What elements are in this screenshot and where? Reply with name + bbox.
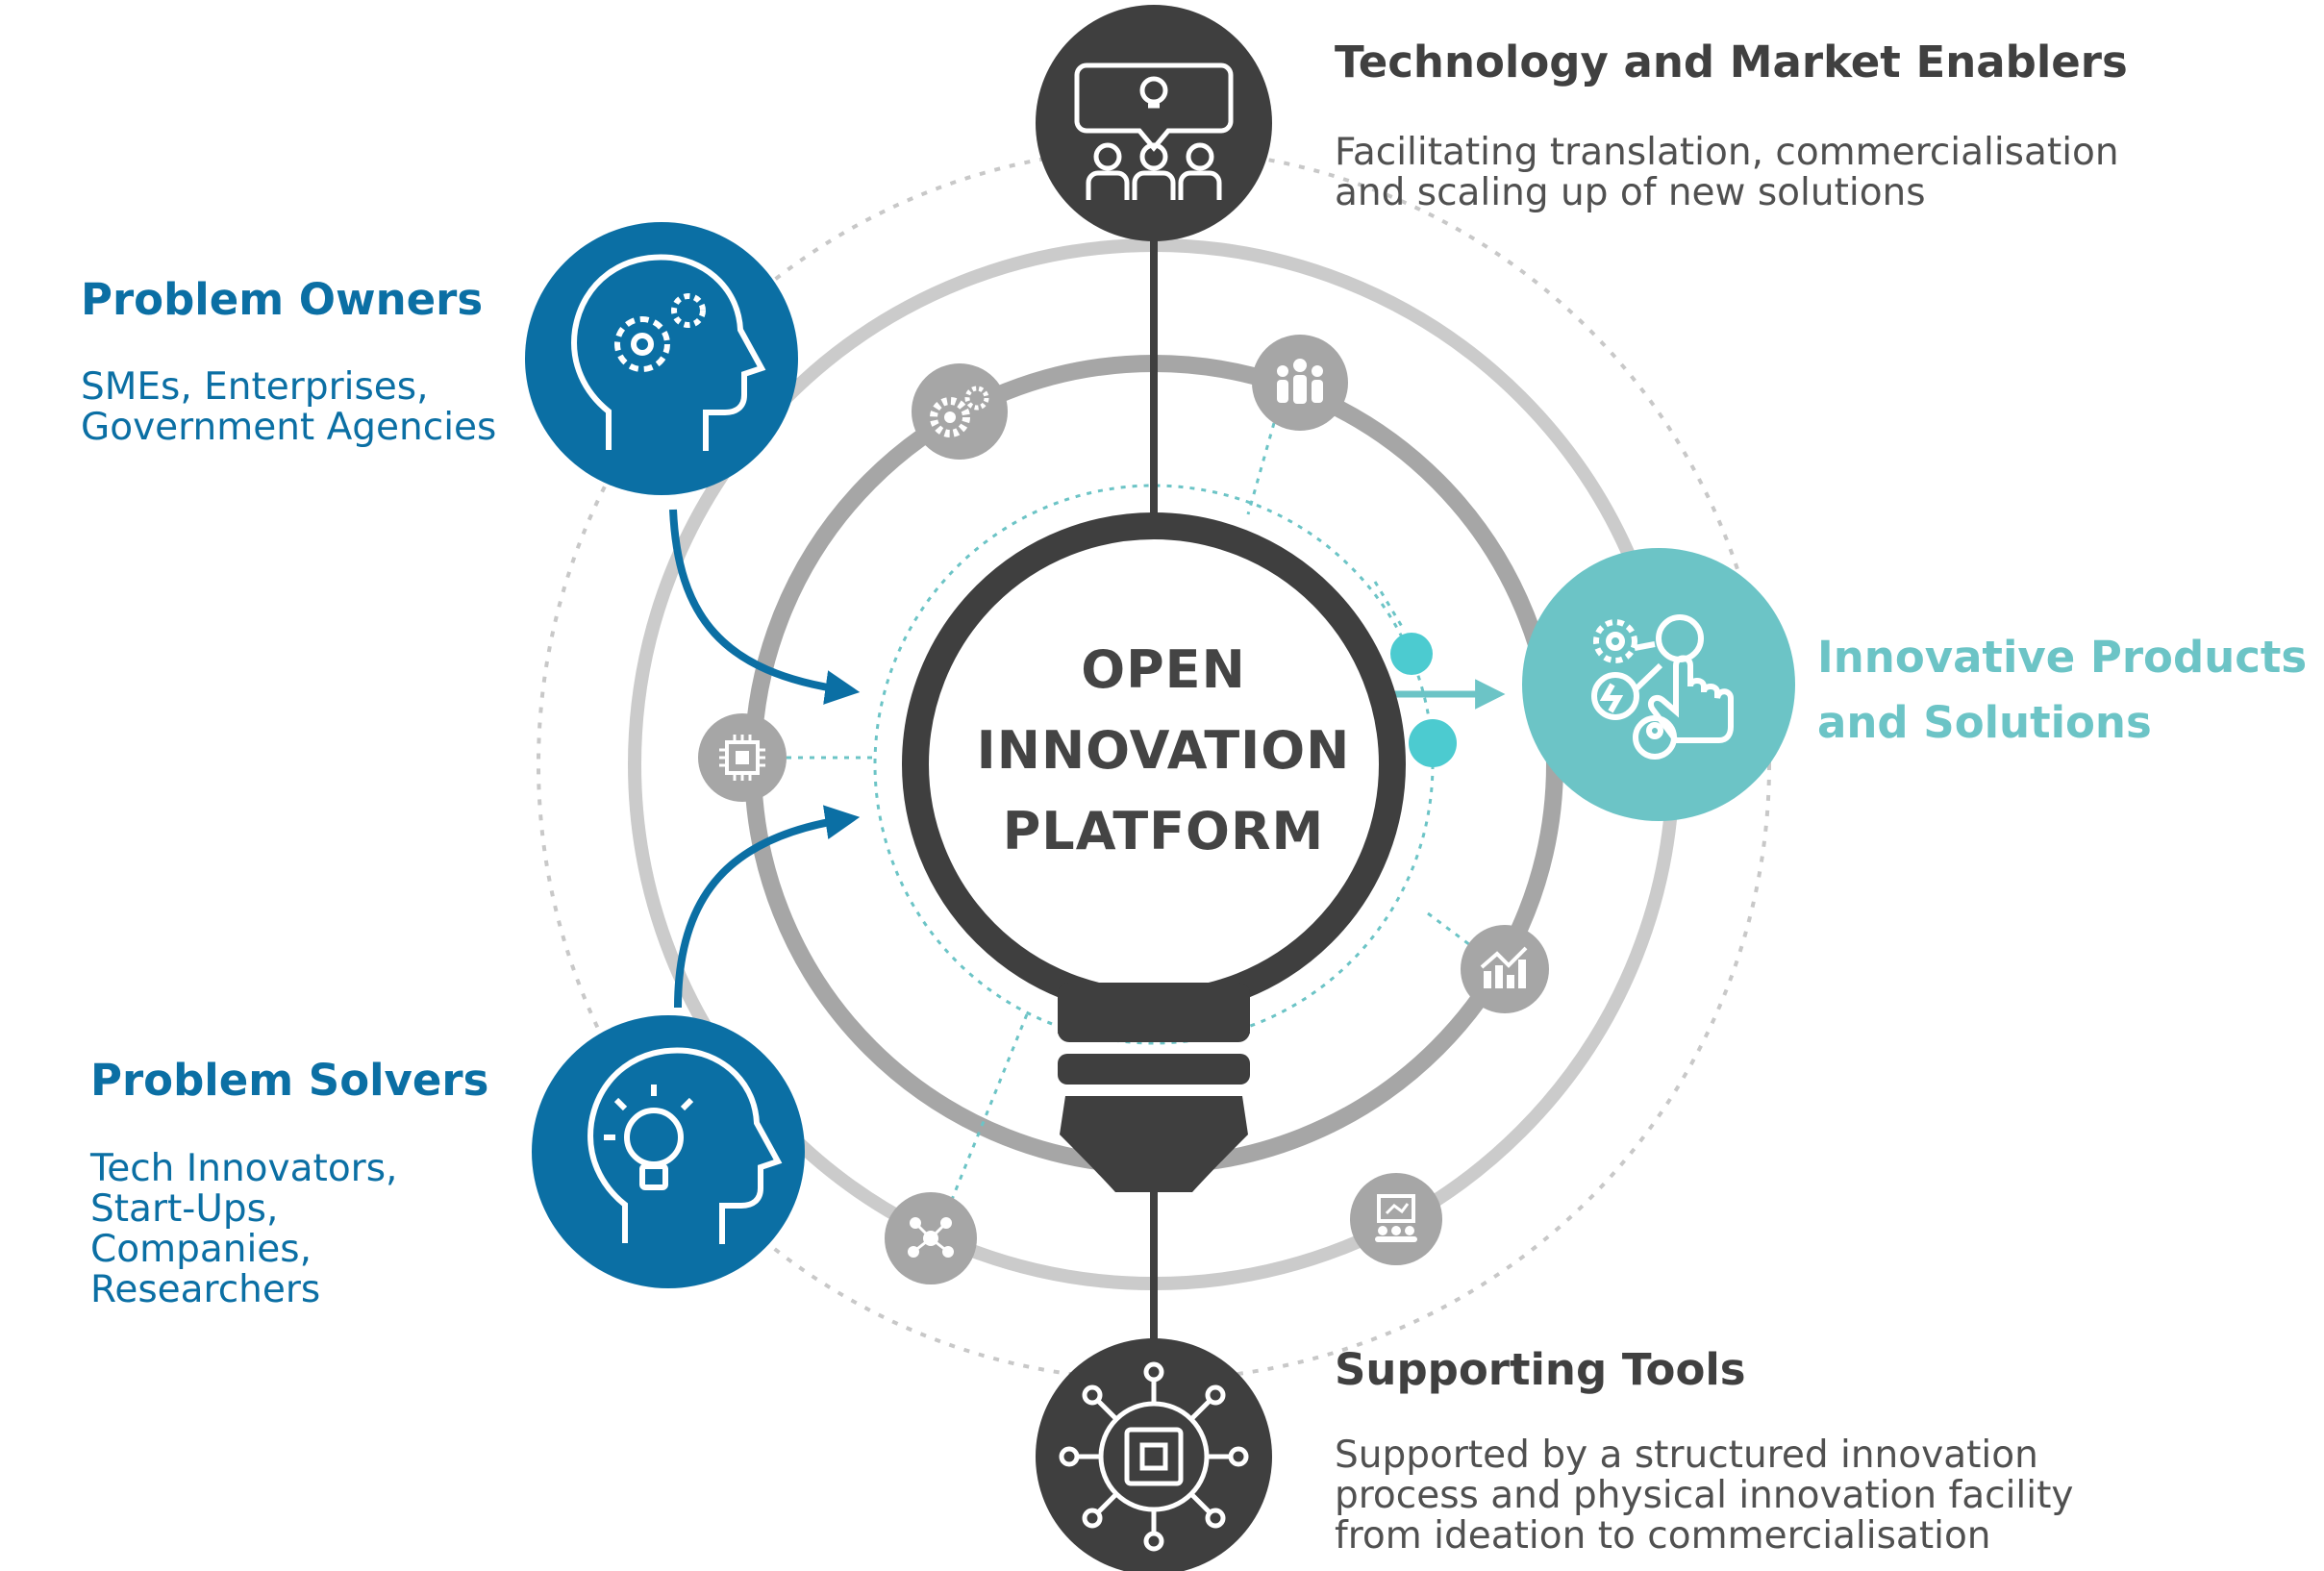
problem-solvers-description-line: Start-Ups, <box>90 1187 279 1232</box>
center-title: OPEN INNOVATION PLATFORM <box>913 630 1413 872</box>
teal-dot <box>1409 719 1457 767</box>
innovation-touch-icon <box>1522 548 1795 821</box>
problem-owners-description-line: Government Agencies <box>81 406 497 450</box>
supporting-description-line: Supported by a structured innovation <box>1335 1434 2038 1477</box>
gears-icon <box>912 363 1008 460</box>
microchip-icon <box>698 713 787 802</box>
technology-description-line: Facilitating translation, commercialisat… <box>1335 131 2119 174</box>
problem-owners-description: SMEs, Enterprises, Government Agencies <box>81 365 497 450</box>
supporting-description: Supported by a structured innovation pro… <box>1335 1434 2074 1559</box>
problem-solvers-description-line: Tech Innovators, <box>90 1147 398 1190</box>
innovative-title: Innovative Products and Solutions <box>1817 625 2307 755</box>
circuit-chip-icon <box>1036 1338 1272 1571</box>
head-gears-icon <box>525 222 798 495</box>
center-title-line: OPEN <box>1081 639 1246 700</box>
problem-solvers-description-line: Researchers <box>90 1268 321 1312</box>
innovative-title-line: and Solutions <box>1817 696 2152 748</box>
technology-description-line: and scaling up of new solutions <box>1335 171 1926 215</box>
problem-solvers-description: Tech Innovators, Start-Ups, Companies, R… <box>90 1147 398 1312</box>
technology-title: Technology and Market Enablers <box>1335 37 2128 87</box>
innovative-title-line: Innovative Products <box>1817 632 2308 683</box>
lightbulb <box>902 512 1406 1192</box>
problem-owners-title: Problem Owners <box>81 274 484 325</box>
teal-connectors <box>787 422 1487 1212</box>
growth-chart-icon <box>1461 925 1549 1013</box>
problem-owners-description-line: SMEs, Enterprises, <box>81 365 429 409</box>
people-group-icon <box>1252 335 1348 431</box>
presentation-icon <box>1350 1173 1442 1265</box>
head-lightbulb-icon <box>532 1015 805 1288</box>
problem-owners-arrow <box>669 509 861 705</box>
team-meeting-idea-icon <box>1036 5 1272 241</box>
center-title-line: INNOVATION <box>976 720 1351 781</box>
problem-solvers-title: Problem Solvers <box>90 1055 489 1106</box>
problem-solvers-arrow <box>674 805 861 1009</box>
supporting-title: Supporting Tools <box>1335 1344 1746 1395</box>
problem-solvers-description-line: Companies, <box>90 1228 312 1272</box>
supporting-description-line: process and physical innovation facility <box>1335 1474 2074 1518</box>
network-people-icon <box>885 1192 977 1284</box>
supporting-description-line: from ideation to commercialisation <box>1335 1514 1991 1559</box>
technology-description: Facilitating translation, commercialisat… <box>1335 131 2119 215</box>
center-title-line: PLATFORM <box>1002 801 1325 861</box>
teal-dot <box>1390 633 1433 675</box>
